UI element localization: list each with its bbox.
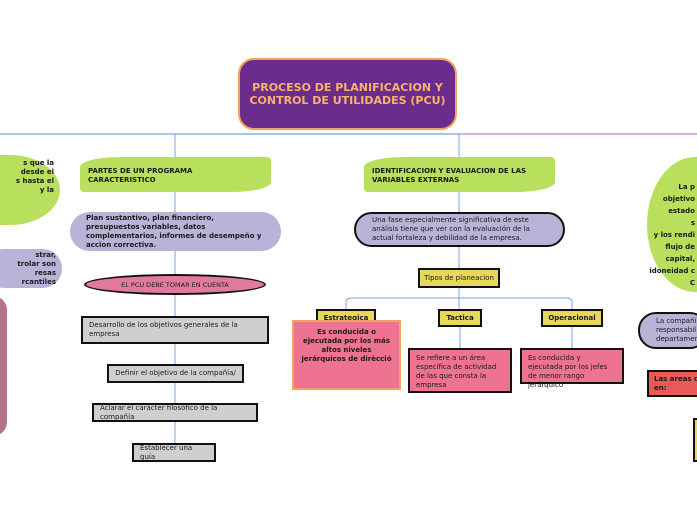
right-wave-line: s <box>690 219 695 227</box>
right-lav-line: La compañí <box>656 317 697 325</box>
type-label: Tactica <box>446 314 474 322</box>
root-node[interactable]: PROCESO DE PLANIFICACION Y CONTROL DE UT… <box>238 58 457 130</box>
partes-programa-label: PARTES DE UN PROGRAMA CARACTERISTICO <box>88 167 193 184</box>
desc-node-tactica[interactable]: Se refiere a un área específica de activ… <box>408 348 512 393</box>
right-wave-line: objetivo <box>662 195 695 203</box>
right-partial-red-node[interactable]: Las areas d en: <box>647 370 697 397</box>
step-node[interactable]: Definir el objetivo de la compañía/ <box>107 364 244 383</box>
right-wave-line: La p <box>678 183 695 191</box>
step-label: Definir el objetivo de la compañía/ <box>115 369 236 377</box>
right-wave-line: C <box>689 279 695 287</box>
partes-programa-node[interactable]: PARTES DE UN PROGRAMA CARACTERISTICO <box>80 157 271 192</box>
step-node[interactable]: Aclarar el carácter filosófico de la com… <box>92 403 258 422</box>
pcu-node[interactable]: EL PCU DEBE TOMAR EN CUENTA <box>84 274 266 295</box>
variables-externas-label: IDENTIFICACION Y EVALUACION DE LAS VARIA… <box>372 167 527 184</box>
tipos-planeacion-label: Tipos de planeacion <box>424 274 494 282</box>
right-lav-line: departamen <box>656 335 697 343</box>
right-red-line: Las areas d <box>654 375 697 383</box>
right-wave-line: idoneidad c <box>649 267 695 275</box>
right-partial-lavender-node[interactable]: La compañí responsabil departamen <box>638 312 697 349</box>
type-node-operacional[interactable]: Operacional <box>541 309 603 327</box>
left-partial-line: y la <box>39 186 54 194</box>
right-red-line: en: <box>654 384 667 392</box>
right-partial-yellow-node[interactable] <box>693 418 697 462</box>
left-lav-line: trolar son <box>17 259 56 268</box>
type-label: Estrategica <box>323 314 369 322</box>
type-label: Operacional <box>548 314 596 322</box>
right-partial-wave-node[interactable]: La p objetivo estado s y los rendi flujo… <box>647 157 697 292</box>
fase-node[interactable]: Una fase especialmente significativa de … <box>354 212 565 247</box>
right-wave-line: flujo de <box>665 243 695 251</box>
left-partial-line: s hasta el <box>15 177 54 185</box>
fase-text: Una fase especialmente significativa de … <box>372 216 530 242</box>
plan-node[interactable]: Plan sustantivo, plan financiero, presup… <box>70 212 281 251</box>
plan-text: Plan sustantivo, plan financiero, presup… <box>86 213 262 249</box>
right-wave-line: y los rendi <box>653 231 695 239</box>
step-label: Aclarar el carácter filosófico de la com… <box>100 403 218 421</box>
root-title: PROCESO DE PLANIFICACION Y CONTROL DE UT… <box>249 81 446 107</box>
tipos-planeacion-node[interactable]: Tipos de planeacion <box>418 268 500 288</box>
desc-text: Se refiere a un área específica de activ… <box>416 354 497 389</box>
right-lav-line: responsabil <box>656 326 697 334</box>
left-partial-mauve-node[interactable] <box>0 296 7 436</box>
left-partial-line: s que la <box>23 159 54 167</box>
left-partial-lavender-node[interactable]: strar, trolar son resas rcantiles <box>0 249 62 288</box>
left-lav-line: resas <box>34 268 56 277</box>
desc-text: Es conducida y ejecutada por los jefes d… <box>528 354 608 389</box>
pcu-label: EL PCU DEBE TOMAR EN CUENTA <box>121 280 229 289</box>
left-partial-line: desde el <box>20 168 54 176</box>
left-lav-line: rcantiles <box>21 277 56 286</box>
type-node-tactica[interactable]: Tactica <box>438 309 482 327</box>
left-lav-line: strar, <box>35 250 56 259</box>
right-wave-line: capital, <box>665 255 695 263</box>
step-label: Desarrollo de los objetivos generales de… <box>89 321 238 338</box>
right-wave-line: estado <box>668 207 695 215</box>
step-node[interactable]: Desarrollo de los objetivos generales de… <box>81 316 269 344</box>
step-label: Establecer una guía <box>140 443 193 461</box>
variables-externas-node[interactable]: IDENTIFICACION Y EVALUACION DE LAS VARIA… <box>364 157 555 192</box>
desc-node-estrategica[interactable]: Es conducida o ejecutada por los más alt… <box>292 320 401 390</box>
desc-text: Es conducida o ejecutada por los más alt… <box>301 328 392 363</box>
step-node[interactable]: Establecer una guía <box>132 443 216 462</box>
desc-node-operacional[interactable]: Es conducida y ejecutada por los jefes d… <box>520 348 624 389</box>
